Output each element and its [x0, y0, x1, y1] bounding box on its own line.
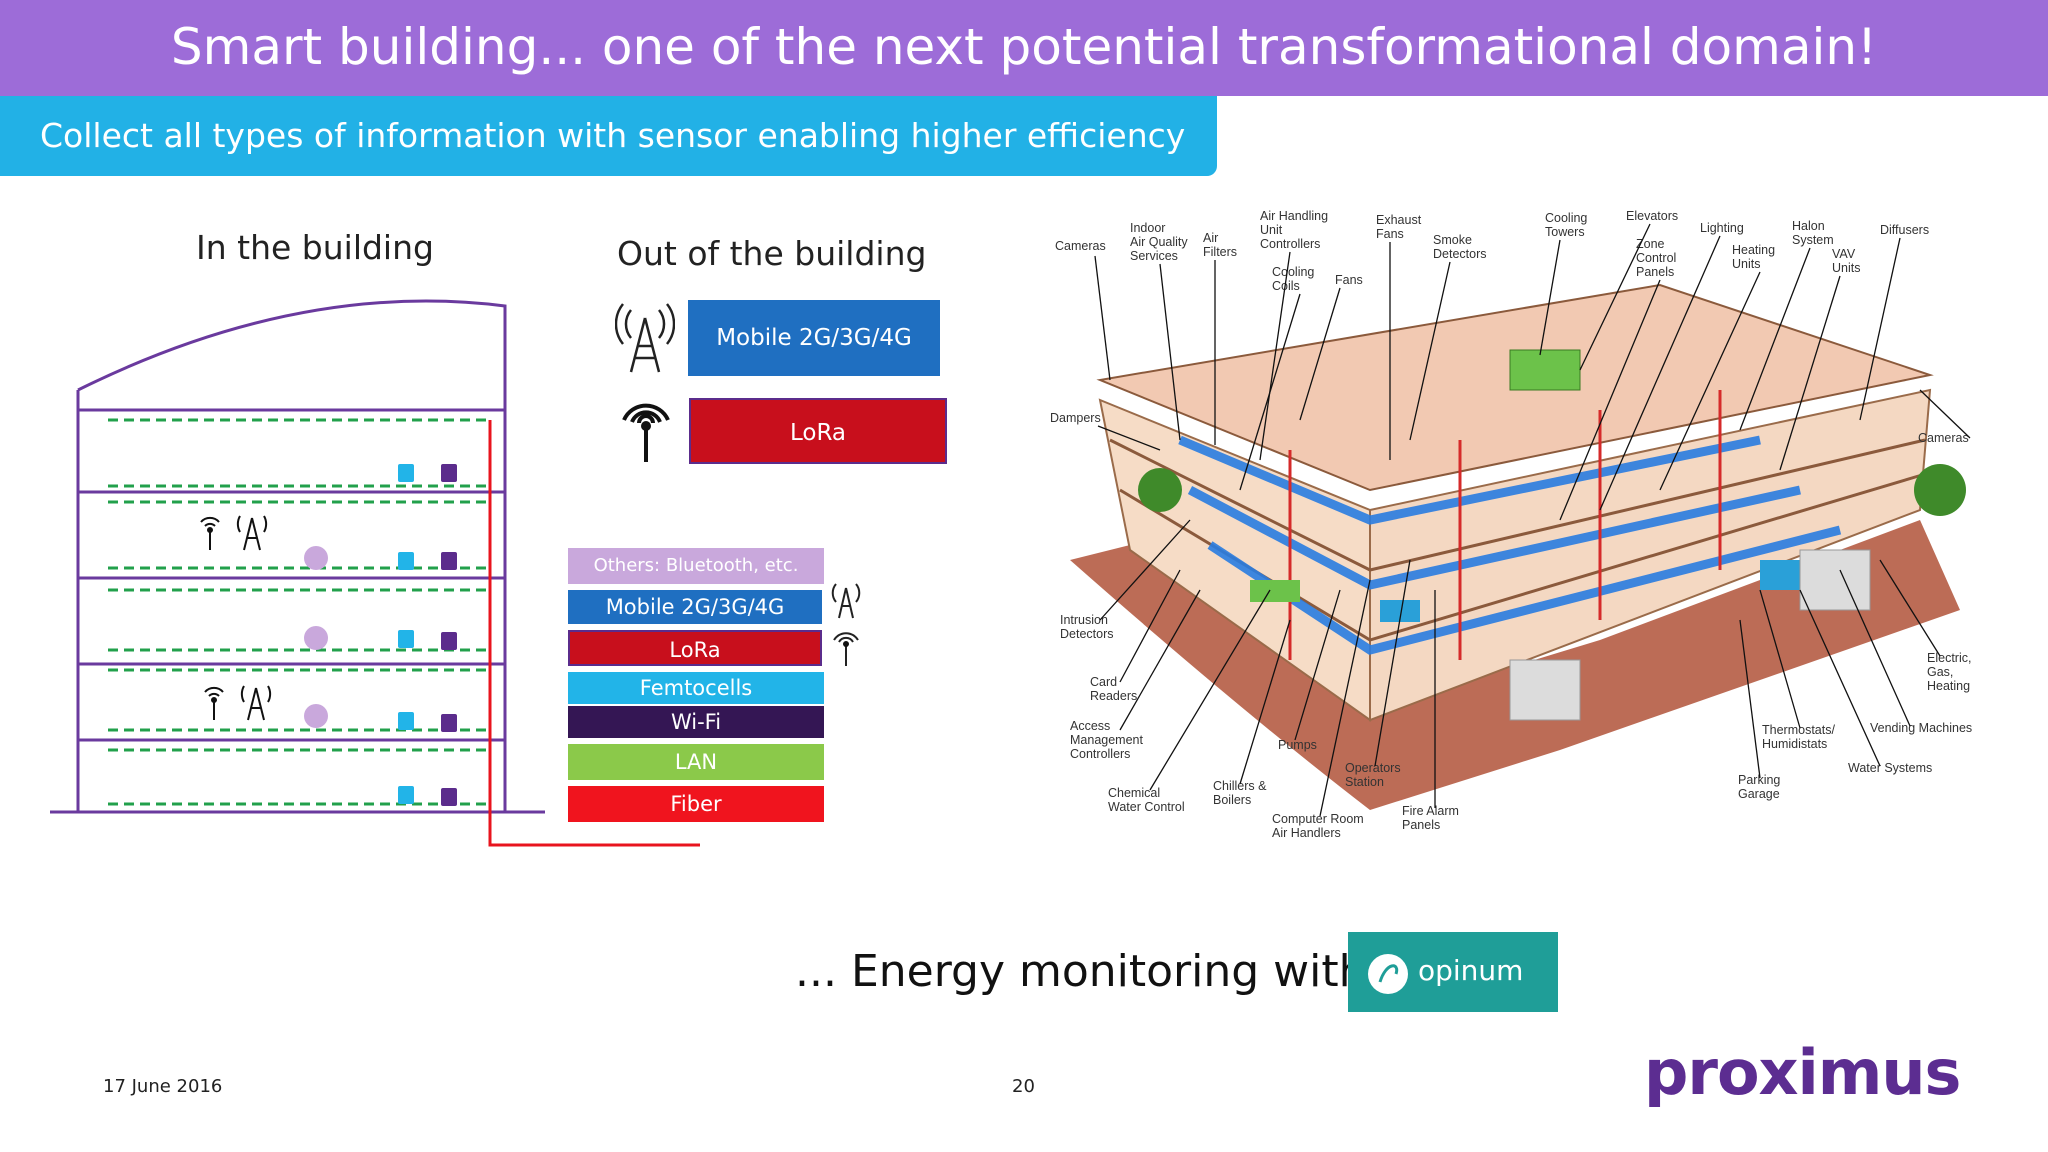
svg-text:Halon: Halon	[1792, 219, 1825, 233]
svg-text:Indoor: Indoor	[1130, 221, 1165, 235]
proximus-logo: proximus	[1644, 1036, 1961, 1109]
svg-text:Humidistats: Humidistats	[1762, 737, 1827, 751]
svg-text:Water Control: Water Control	[1108, 800, 1185, 814]
svg-text:Chillers &: Chillers &	[1213, 779, 1267, 793]
svg-text:Units: Units	[1832, 261, 1860, 275]
svg-text:Electric,: Electric,	[1927, 651, 1971, 665]
svg-text:VAV: VAV	[1832, 247, 1856, 261]
opinum-logo-text: opinum	[1418, 954, 1524, 987]
svg-text:Controllers: Controllers	[1260, 237, 1320, 251]
slide-title: Smart building... one of the next potent…	[0, 0, 2048, 96]
legend-mobile: Mobile 2G/3G/4G	[568, 590, 822, 624]
svg-text:Card: Card	[1090, 675, 1117, 689]
svg-text:Panels: Panels	[1402, 818, 1440, 832]
svg-text:Air Quality: Air Quality	[1130, 235, 1188, 249]
legend-fiber: Fiber	[568, 786, 824, 822]
out-mobile-box: Mobile 2G/3G/4G	[688, 300, 940, 376]
svg-text:Smoke: Smoke	[1433, 233, 1472, 247]
svg-text:Thermostats/: Thermostats/	[1762, 723, 1835, 737]
slide-subtitle: Collect all types of information with se…	[0, 96, 1217, 176]
svg-text:Cooling: Cooling	[1272, 265, 1314, 279]
svg-text:Management: Management	[1070, 733, 1143, 747]
page-number: 20	[1012, 1076, 1035, 1097]
footer-date: 17 June 2016	[103, 1076, 223, 1097]
svg-text:Gas,: Gas,	[1927, 665, 1953, 679]
svg-text:Operators: Operators	[1345, 761, 1401, 775]
legend-femtocells: Femtocells	[568, 672, 824, 704]
svg-text:Air: Air	[1203, 231, 1218, 245]
svg-text:Detectors: Detectors	[1433, 247, 1487, 261]
svg-text:Readers: Readers	[1090, 689, 1137, 703]
svg-text:Fans: Fans	[1376, 227, 1404, 241]
svg-text:Boilers: Boilers	[1213, 793, 1251, 807]
svg-text:Garage: Garage	[1738, 787, 1780, 801]
svg-text:Towers: Towers	[1545, 225, 1585, 239]
svg-text:Air Handling: Air Handling	[1260, 209, 1328, 223]
svg-text:Chemical: Chemical	[1108, 786, 1160, 800]
svg-text:Zone: Zone	[1636, 237, 1665, 251]
svg-text:Fans: Fans	[1335, 273, 1363, 287]
svg-text:Elevators: Elevators	[1626, 209, 1678, 223]
out-building-heading: Out of the building	[617, 234, 927, 273]
svg-text:Cooling: Cooling	[1545, 211, 1587, 225]
svg-text:Lighting: Lighting	[1700, 221, 1744, 235]
cell-tower-icon	[615, 303, 675, 373]
in-building-heading: In the building	[196, 228, 434, 267]
svg-text:Pumps: Pumps	[1278, 738, 1317, 752]
svg-text:Units: Units	[1732, 257, 1760, 271]
legend-wifi: Wi-Fi	[568, 706, 824, 738]
svg-text:Exhaust: Exhaust	[1376, 213, 1422, 227]
svg-text:Vending Machines: Vending Machines	[1870, 721, 1972, 735]
legend-lan: LAN	[568, 744, 824, 780]
svg-text:Detectors: Detectors	[1060, 627, 1114, 641]
svg-text:Access: Access	[1070, 719, 1110, 733]
svg-text:Filters: Filters	[1203, 245, 1237, 259]
svg-text:Controllers: Controllers	[1070, 747, 1130, 761]
building-section-diagram	[50, 299, 700, 847]
legend-others: Others: Bluetooth, etc.	[568, 548, 824, 584]
opinum-mark-icon	[1368, 954, 1408, 994]
svg-text:Fire Alarm: Fire Alarm	[1402, 804, 1459, 818]
antenna-icon	[622, 403, 670, 462]
svg-text:Dampers: Dampers	[1050, 411, 1101, 425]
svg-text:Diffusers: Diffusers	[1880, 223, 1929, 237]
svg-text:Control: Control	[1636, 251, 1676, 265]
opinum-logo: opinum	[1348, 932, 1558, 1012]
svg-text:Cameras: Cameras	[1918, 431, 1969, 445]
svg-text:Heating: Heating	[1732, 243, 1775, 257]
legend-antenna-icons	[831, 583, 861, 666]
svg-text:Intrusion: Intrusion	[1060, 613, 1108, 627]
svg-text:Water Systems: Water Systems	[1848, 761, 1932, 775]
svg-text:Cameras: Cameras	[1055, 239, 1106, 253]
energy-monitoring-text: ... Energy monitoring with	[795, 946, 1367, 997]
svg-text:Station: Station	[1345, 775, 1384, 789]
legend-lora: LoRa	[568, 630, 822, 666]
svg-text:Coils: Coils	[1272, 279, 1300, 293]
svg-text:Computer Room: Computer Room	[1272, 812, 1364, 826]
svg-text:Air Handlers: Air Handlers	[1272, 826, 1341, 840]
svg-text:System: System	[1792, 233, 1834, 247]
svg-text:Panels: Panels	[1636, 265, 1674, 279]
svg-text:Heating: Heating	[1927, 679, 1970, 693]
svg-text:Services: Services	[1130, 249, 1178, 263]
out-lora-box: LoRa	[689, 398, 947, 464]
svg-text:Unit: Unit	[1260, 223, 1283, 237]
svg-text:Parking: Parking	[1738, 773, 1780, 787]
